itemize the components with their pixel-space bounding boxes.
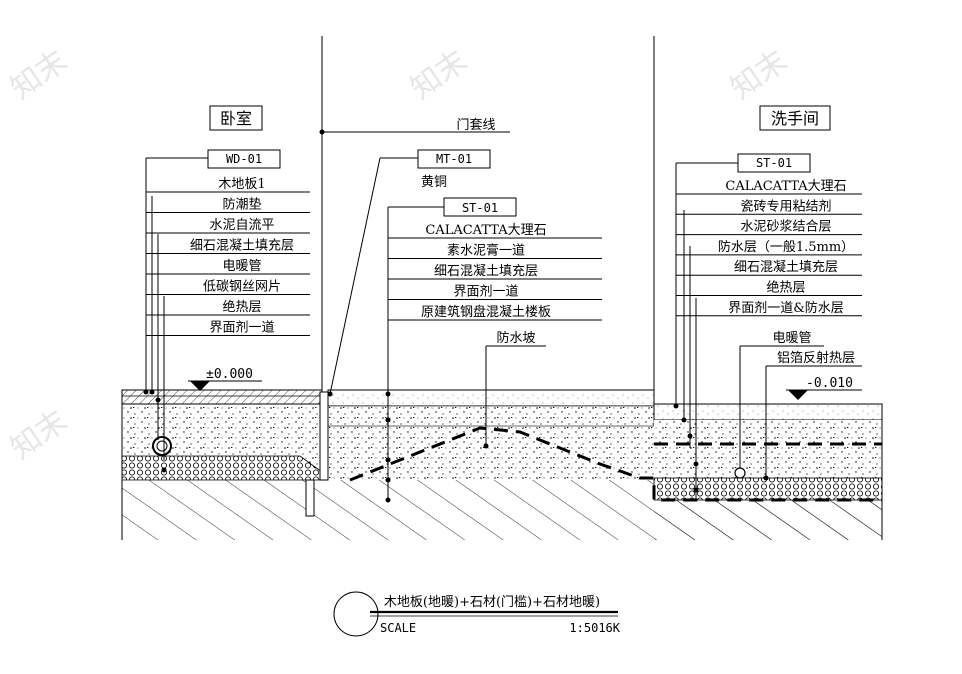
- bedroom-layer-label: 界面剂一道: [209, 321, 274, 336]
- watermark: 知末: [725, 43, 794, 106]
- door-casing-label: 门套线: [456, 117, 495, 133]
- bedroom-insulation: [121, 455, 323, 481]
- washroom-layer-label: 瓷砖专用粘结剂: [740, 199, 831, 214]
- threshold-layer-label: 界面剂一道: [453, 285, 518, 300]
- pipe-inner-icon: [156, 440, 168, 452]
- door-casing: [319, 391, 329, 481]
- level-marker-washroom: -0.010: [786, 376, 862, 400]
- bedroom-layer-label: 防潮垫: [222, 197, 261, 213]
- bedroom-layer-label: 水泥自流平: [209, 218, 274, 233]
- section-layers: [121, 389, 883, 540]
- washroom-marble: [653, 403, 883, 421]
- drawing-title: 木地板(地暖)+石材(门槛)+石材地暖): [384, 595, 600, 610]
- foil-label: 铝箔反射热层: [777, 350, 855, 366]
- bedroom-level: ±0.000: [206, 367, 253, 382]
- threshold-layer-label: 素水泥膏一道: [447, 243, 525, 259]
- washroom-code: ST-01: [756, 156, 792, 170]
- threshold-code: MT-01: [436, 152, 472, 166]
- bedroom-code-tag: [207, 149, 281, 169]
- threshold-layer-label: 原建筑钢盘混凝土楼板: [421, 304, 551, 320]
- bedroom-layer-label: 绝热层: [222, 299, 261, 315]
- threshold-layer-label: CALACATTA大理石: [425, 223, 546, 238]
- washroom-heating-pipe-icon: [734, 467, 746, 479]
- stone-code: ST-01: [462, 201, 498, 215]
- washroom-layer-label: CALACATTA大理石: [725, 179, 846, 194]
- threshold-material: 黄铜: [421, 175, 447, 190]
- watermark: 知末: [405, 43, 474, 106]
- washroom-fill-layer: [654, 420, 882, 480]
- detail-circle: [333, 591, 379, 637]
- level-triangle-icon: [788, 390, 808, 400]
- threshold-layer-label: 细石混凝土填充层: [434, 263, 538, 279]
- marble-threshold: [327, 389, 655, 407]
- waterproof-slope-line: [349, 426, 882, 502]
- bedroom-layer-label: 低碳钢丝网片: [203, 280, 281, 295]
- threshold-spec-callout: MT-01 黄铜 ST-01 CALACATTA大理石素水泥膏一道细石混凝土填充…: [327, 149, 602, 503]
- washroom-label-box: [759, 105, 831, 131]
- washroom-layer-label: 防水层（一般1.5mm）: [718, 239, 854, 255]
- scale-value: 1:5016K: [569, 621, 620, 635]
- bedroom-layer-label: 木地板1: [218, 177, 265, 192]
- watermark: 知末: [5, 403, 74, 466]
- threshold-code-tag: [417, 149, 491, 169]
- bedroom-code: WD-01: [226, 152, 262, 166]
- level-marker-bedroom: ±0.000: [188, 367, 262, 391]
- washroom-spec-callout: ST-01 CALACATTA大理石瓷砖专用粘结剂水泥砂浆结合层防水层（一般1.…: [673, 153, 862, 500]
- washroom-level: -0.010: [806, 376, 853, 391]
- bedroom-layer-label: 细石混凝土填充层: [190, 238, 294, 254]
- bedroom-spec-callout: WD-01 木地板1 防潮垫水泥自流平细石混凝土填充层电暖管低碳钢丝网片绝热层界面…: [143, 149, 310, 473]
- title-block: 木地板(地暖)+石材(门槛)+石材地暖) SCALE 1:5016K: [333, 591, 621, 637]
- washroom-layer-label: 绝热层: [766, 280, 805, 296]
- cement-paste-layer: [327, 405, 655, 427]
- washroom-layer-label: 水泥砂浆结合层: [740, 220, 831, 235]
- washroom-layer-label: 细石混凝土填充层: [734, 259, 838, 275]
- washroom-insulation: [653, 477, 883, 501]
- scale-label: SCALE: [380, 621, 416, 635]
- bedroom-label: 卧室: [220, 109, 252, 128]
- bedroom-layer-label: 电暖管: [222, 259, 261, 274]
- anchor-post: [305, 479, 315, 517]
- level-triangle-icon: [190, 381, 210, 391]
- washroom-slab: [654, 500, 882, 540]
- washroom-pipe-label: 电暖管: [772, 331, 811, 346]
- washroom-label: 洗手间: [771, 109, 819, 128]
- bedroom-label-box: [209, 105, 263, 131]
- slope-label: 防水坡: [496, 330, 535, 346]
- washroom-layer-label: 界面剂一道&防水层: [728, 300, 844, 316]
- watermark: 知末: [5, 43, 74, 106]
